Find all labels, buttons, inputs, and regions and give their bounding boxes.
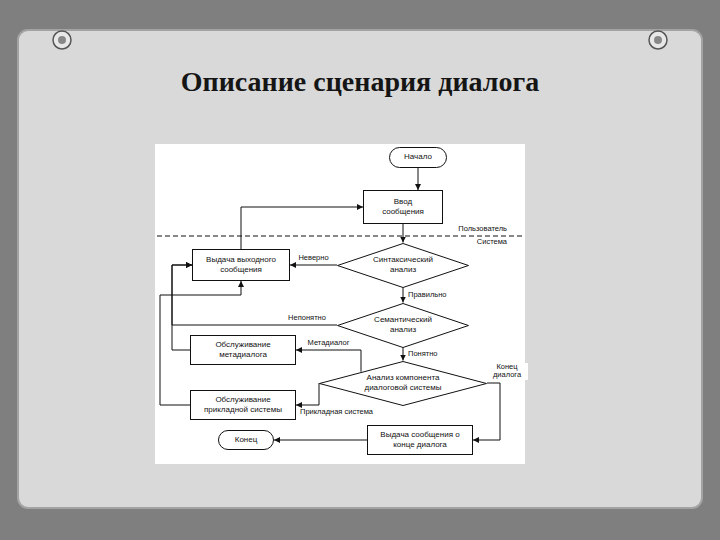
user-system-divider	[157, 236, 523, 237]
screw	[649, 31, 667, 49]
terminal-box: Начало	[389, 147, 447, 168]
flow-connector	[403, 348, 404, 361]
node-text: Семантический анализ	[372, 315, 434, 334]
process-box: Выдача сообщения о конце диалога	[367, 425, 473, 455]
flow-connector	[473, 383, 500, 440]
node-text: Ввод сообщения	[373, 197, 433, 216]
edge-label: Непонятно	[287, 314, 327, 323]
process-box: Выдача выходного сообщения	[192, 249, 290, 281]
decision-diamond: Семантический анализ	[337, 303, 469, 348]
screw	[53, 31, 71, 49]
flow-connector	[172, 265, 192, 350]
node-text: Обслуживание прикладной системы	[198, 395, 288, 414]
decision-diamond: Синтаксический анализ	[337, 243, 469, 288]
edge-label: Правильно	[407, 291, 448, 300]
slide-title: Описание сценария диалога	[0, 66, 720, 98]
edge-label: Конец диалога	[486, 363, 528, 380]
flow-connector	[296, 350, 361, 372]
flow-connector	[418, 168, 419, 191]
node-text: Обслуживание метадиалога	[198, 340, 288, 359]
slide-panel	[18, 30, 702, 508]
process-box: Обслуживание метадиалога	[190, 335, 296, 365]
node-text: Синтаксический анализ	[372, 255, 434, 274]
edge-label: Прикладная система	[299, 408, 374, 417]
terminal-box: Конец	[218, 430, 274, 450]
zone-label: Система	[476, 238, 508, 247]
node-text: Анализ компонента диалоговой системы	[363, 373, 443, 392]
node-text: Выдача сообщения о конце диалога	[375, 430, 465, 449]
process-box: Ввод сообщения	[363, 190, 443, 224]
flow-connector	[403, 224, 404, 243]
diagram-ground	[155, 144, 525, 464]
process-box: Обслуживание прикладной системы	[190, 390, 296, 420]
node-text: Начало	[404, 152, 432, 162]
flow-connector	[403, 288, 404, 303]
edge-label: Метадиалог	[307, 339, 351, 348]
flow-connector	[241, 207, 363, 249]
zone-label: Пользователь	[457, 225, 508, 234]
decision-diamond: Анализ компонента диалоговой системы	[319, 361, 487, 406]
edge-label: Неверно	[297, 254, 329, 263]
edge-label: Понятно	[407, 350, 439, 359]
flow-connector	[296, 383, 319, 405]
node-text: Выдача выходного сообщения	[201, 255, 281, 274]
node-text: Конец	[235, 435, 258, 445]
flow-connector	[290, 265, 337, 266]
flow-connector	[274, 440, 367, 441]
